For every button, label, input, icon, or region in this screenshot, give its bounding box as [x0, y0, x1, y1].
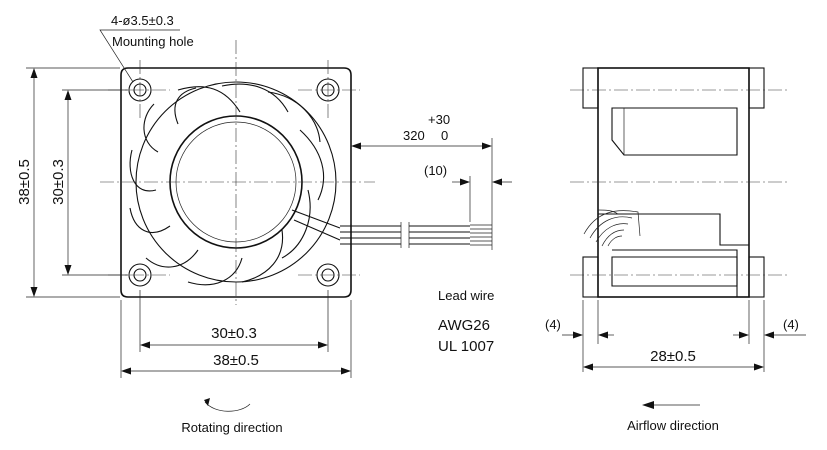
side-left-offset-label: (4)	[545, 317, 561, 332]
airflow-direction-label: Airflow direction	[627, 418, 719, 433]
side-lead-wires	[583, 209, 641, 247]
lead-length-nominal: 320	[403, 128, 425, 143]
side-body	[597, 67, 750, 298]
fan-blades	[129, 83, 325, 286]
side-right-offset-label: (4)	[783, 317, 799, 332]
lead-strut	[291, 209, 341, 241]
mounting-hole-leader	[99, 29, 180, 83]
fan-frame	[120, 67, 352, 298]
mounting-hole-dimension: 4-ø3.5±0.3	[111, 13, 174, 28]
mounting-hole-label: Mounting hole	[112, 34, 194, 49]
width-holes-label: 30±0.3	[211, 325, 257, 342]
side-depth-label: 28±0.5	[650, 348, 696, 365]
rotating-direction-label: Rotating direction	[181, 420, 282, 435]
lead-wire-standard: UL 1007	[438, 338, 494, 355]
lead-wire-label: Lead wire	[438, 288, 494, 303]
lead-wires: +30 320 0 (10) Lead wire AWG26 UL 1007	[340, 112, 512, 355]
rotation-arrow-icon	[204, 401, 251, 412]
side-view: (4) (4) 28±0.5 Airflow direction	[545, 67, 806, 433]
strip-length-label: (10)	[424, 163, 447, 178]
lead-tolerance-lower: 0	[441, 128, 448, 143]
height-holes-label: 30±0.3	[50, 159, 67, 205]
mounting-holes	[128, 78, 340, 287]
lead-wire-gauge: AWG26	[438, 317, 490, 334]
front-view: 4-ø3.5±0.3 Mounting hole 38±0.5 30±0.3 3…	[16, 13, 375, 435]
width-overall-label: 38±0.5	[213, 352, 259, 369]
lead-tolerance-upper: +30	[428, 112, 450, 127]
height-overall-label: 38±0.5	[16, 159, 33, 205]
